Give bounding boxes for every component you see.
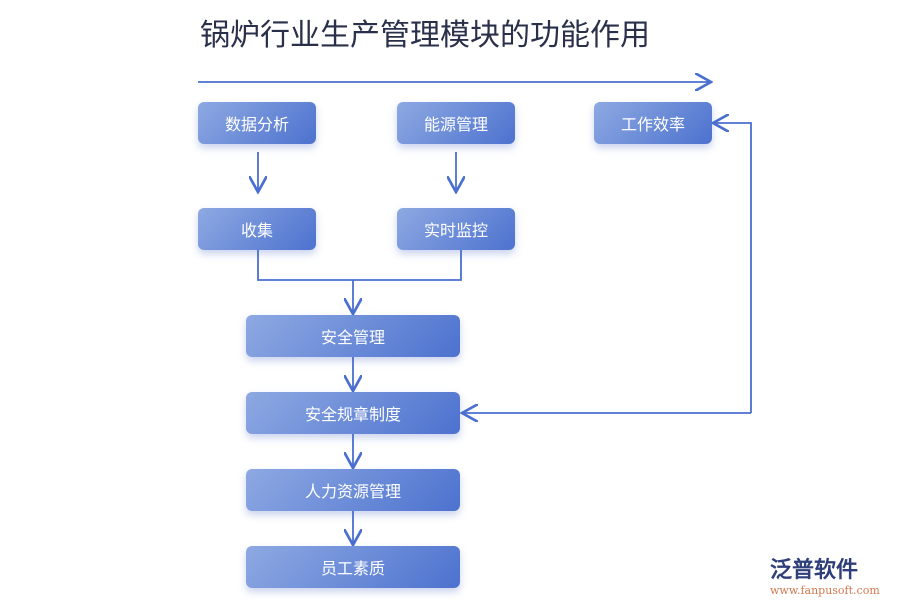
logo-url: www.fanpusoft.com bbox=[770, 584, 880, 597]
node-efficiency: 工作效率 bbox=[594, 102, 712, 144]
node-staff: 员工素质 bbox=[246, 546, 460, 588]
node-collect: 收集 bbox=[198, 208, 316, 250]
node-safety: 安全管理 bbox=[246, 315, 460, 357]
node-data-analysis: 数据分析 bbox=[198, 102, 316, 144]
merge-line bbox=[257, 250, 462, 281]
node-hr: 人力资源管理 bbox=[246, 469, 460, 511]
logo: 泛普软件 www.fanpusoft.com bbox=[770, 552, 880, 597]
logo-name: 泛普软件 bbox=[770, 558, 859, 583]
node-rules: 安全规章制度 bbox=[246, 392, 460, 434]
node-energy: 能源管理 bbox=[397, 102, 515, 144]
loop-to-efficiency bbox=[713, 123, 752, 413]
page-title: 锅炉行业生产管理模块的功能作用 bbox=[200, 18, 650, 53]
node-monitor: 实时监控 bbox=[397, 208, 515, 250]
